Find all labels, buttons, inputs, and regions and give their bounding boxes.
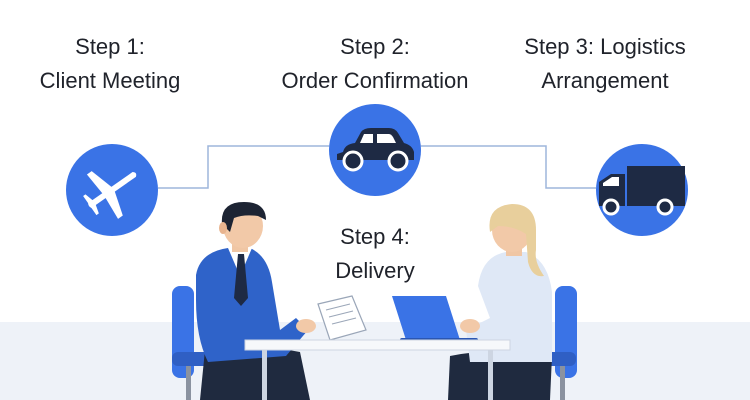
step-3-circle (596, 144, 688, 236)
step-4-label: Step 4: Delivery (300, 220, 450, 288)
step-2-title: Order Confirmation (281, 68, 469, 93)
man-figure (196, 202, 316, 400)
connector-step1-step2 (158, 145, 329, 189)
step-2-circle (329, 104, 421, 196)
meeting-table (244, 339, 511, 400)
contract-document (317, 295, 367, 341)
truck-icon (599, 166, 685, 216)
step-3-label: Step 3: Logistics Arrangement (500, 30, 710, 98)
step-1-number: Step 1: (75, 34, 145, 59)
step-2-label: Step 2: Order Confirmation (250, 30, 500, 98)
step-1-title: Client Meeting (39, 68, 181, 93)
step-2-number: Step 2: (340, 34, 410, 59)
floor-band (0, 322, 750, 400)
connector-step2-step3 (421, 145, 596, 189)
step-1-label: Step 1: Client Meeting (20, 30, 200, 98)
step-4-number: Step 4: (340, 224, 410, 249)
step-3-title: Arrangement (541, 68, 669, 93)
woman-figure (448, 204, 552, 400)
step-3-number: Step 3: Logistics (524, 34, 686, 59)
step-1-circle (66, 144, 158, 236)
car-icon (337, 128, 414, 172)
airplane-icon (83, 171, 137, 219)
step-4-title: Delivery (335, 258, 415, 283)
